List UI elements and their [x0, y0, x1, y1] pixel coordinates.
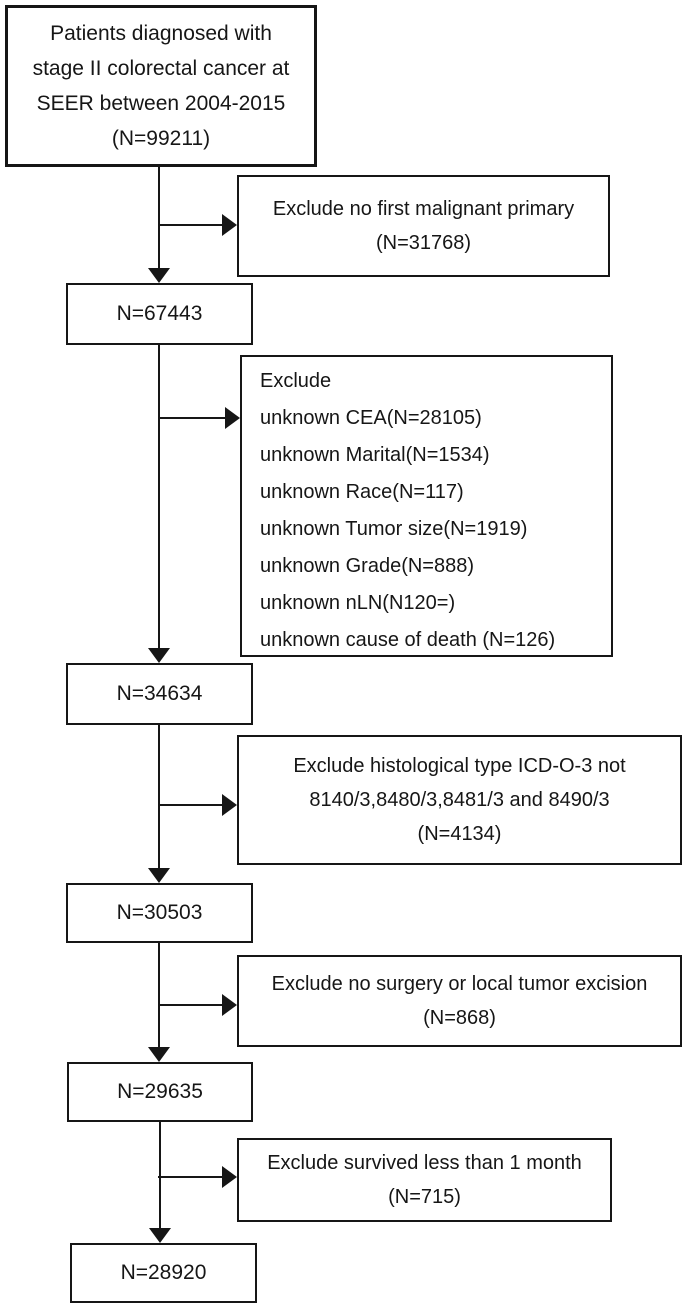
- connector-branch-4: [158, 1004, 222, 1006]
- cohort-count: N=28920: [120, 1261, 207, 1284]
- arrow-right-icon: [222, 794, 237, 816]
- start-box-line: stage II colorectal cancer at: [32, 57, 290, 80]
- exclusion-count: (N=4134): [417, 823, 502, 845]
- cohort-box-2: N=34634: [66, 663, 253, 725]
- cohort-count: N=34634: [116, 682, 203, 705]
- arrow-down-icon: [149, 1228, 171, 1243]
- cohort-box-final: N=28920: [70, 1243, 257, 1303]
- connector-vertical-2: [158, 345, 160, 648]
- arrow-down-icon: [148, 1047, 170, 1062]
- arrow-down-icon: [148, 268, 170, 283]
- exclusion-line: unknown cause of death (N=126): [260, 629, 556, 651]
- connector-branch-3: [158, 804, 222, 806]
- exclusion-box-first-malignant-primary: Exclude no first malignant primary (N=31…: [237, 175, 610, 277]
- exclusion-count: (N=715): [388, 1186, 461, 1208]
- arrow-down-icon: [148, 868, 170, 883]
- exclusion-line: unknown Race(N=117): [260, 481, 464, 503]
- cohort-box-4: N=29635: [67, 1062, 253, 1122]
- exclusion-line: unknown nLN(N120=): [260, 592, 456, 614]
- connector-vertical-1: [158, 167, 160, 268]
- connector-vertical-5: [159, 1122, 161, 1228]
- connector-branch-1: [158, 224, 222, 226]
- cohort-count: N=29635: [117, 1080, 203, 1103]
- cohort-count: N=67443: [116, 302, 203, 325]
- cohort-box-3: N=30503: [66, 883, 253, 943]
- connector-vertical-4: [158, 943, 160, 1047]
- arrow-right-icon: [222, 214, 237, 236]
- exclusion-line: unknown Grade(N=888): [260, 555, 475, 577]
- cohort-box-1: N=67443: [66, 283, 253, 345]
- connector-branch-5: [158, 1176, 222, 1178]
- start-box-line: SEER between 2004-2015: [36, 92, 286, 115]
- exclusion-line: Exclude no first malignant primary: [272, 198, 575, 220]
- exclusion-count: (N=868): [423, 1007, 496, 1029]
- connector-branch-2: [158, 417, 225, 419]
- exclusion-line: unknown Tumor size(N=1919): [260, 518, 528, 540]
- arrow-right-icon: [225, 407, 240, 429]
- cohort-count: N=30503: [116, 901, 203, 924]
- connector-vertical-3: [158, 725, 160, 868]
- exclusion-box-survived-less-1-month: Exclude survived less than 1 month (N=71…: [237, 1138, 612, 1222]
- exclusion-box-no-surgery: Exclude no surgery or local tumor excisi…: [237, 955, 682, 1047]
- exclusion-box-unknown-variables: Exclude unknown CEA(N=28105) unknown Mar…: [240, 355, 613, 657]
- exclusion-line: unknown Marital(N=1534): [260, 444, 490, 466]
- arrow-down-icon: [148, 648, 170, 663]
- arrow-right-icon: [222, 994, 237, 1016]
- exclusion-line: 8140/3,8480/3,8481/3 and 8490/3: [309, 789, 610, 811]
- start-box: Patients diagnosed with stage II colorec…: [5, 5, 317, 167]
- exclusion-box-histological-type: Exclude histological type ICD-O-3 not 81…: [237, 735, 682, 865]
- arrow-right-icon: [222, 1166, 237, 1188]
- exclusion-line: Exclude histological type ICD-O-3 not: [293, 755, 626, 777]
- exclusion-count: (N=31768): [375, 232, 472, 254]
- exclusion-line: Exclude: [260, 370, 332, 392]
- exclusion-line: Exclude no surgery or local tumor excisi…: [271, 973, 648, 995]
- exclusion-line: Exclude survived less than 1 month: [267, 1152, 582, 1174]
- start-box-line: (N=99211): [111, 127, 211, 150]
- exclusion-line: unknown CEA(N=28105): [260, 407, 482, 429]
- start-box-line: Patients diagnosed with: [50, 22, 272, 45]
